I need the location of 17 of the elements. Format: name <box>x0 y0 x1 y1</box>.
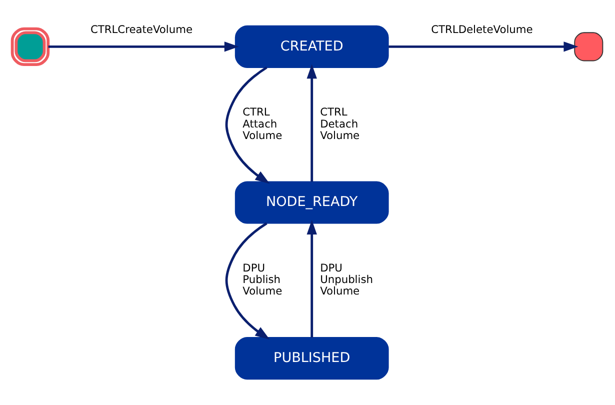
node-box: PUBLISHED <box>234 337 389 380</box>
node-box: NODE_READY <box>234 181 389 224</box>
edge-label: DPU Unpublish Volume <box>320 262 374 298</box>
arrow <box>225 66 270 184</box>
node-box <box>574 32 604 62</box>
edge-label: CTRLCreateVolume <box>90 22 192 36</box>
arrow <box>388 42 578 52</box>
edge-label: CTRLDeleteVolume <box>431 22 533 36</box>
node-box <box>10 27 50 66</box>
arrow <box>225 222 270 340</box>
node-box: CREATED <box>234 25 389 68</box>
arrow <box>306 64 317 182</box>
edge-label: DPU Publish Volume <box>242 262 282 298</box>
arrow <box>48 42 239 52</box>
edge-label: CTRL Attach Volume <box>242 106 282 142</box>
edge-label: CTRL Detach Volume <box>320 106 360 142</box>
arrow <box>306 220 317 338</box>
